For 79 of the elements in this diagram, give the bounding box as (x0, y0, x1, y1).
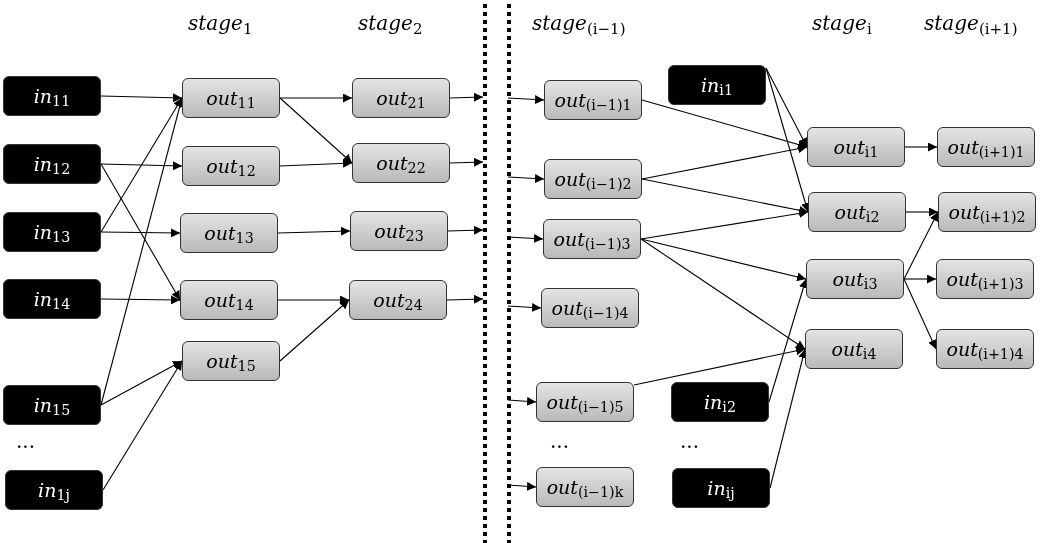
process-box: in$_{14}$ (3, 279, 101, 319)
arrow (507, 95, 545, 104)
arrow (641, 144, 808, 180)
process-box: out$_{(i−1)k}$ (536, 467, 634, 507)
arrow (102, 360, 183, 491)
process-box: out$_{11}$ (182, 78, 280, 118)
process-box: out$_{(i−1)2}$ (544, 159, 642, 199)
process-box: in$_{i1}$ (668, 65, 766, 105)
process-box: out$_{12}$ (182, 146, 280, 186)
stage-label: stage$_{1}$ (188, 10, 253, 38)
process-box: out$_{i4}$ (805, 329, 903, 369)
arrow (904, 142, 938, 152)
process-box: out$_{23}$ (350, 211, 448, 251)
process-box: in$_{13}$ (3, 212, 101, 252)
process-box: out$_{14}$ (180, 280, 278, 320)
arrow (640, 209, 809, 240)
arrow (905, 207, 939, 217)
process-box: out$_{(i−1)3}$ (543, 219, 641, 259)
arrow (279, 93, 353, 103)
process-box: in$_{1j}$ (5, 470, 103, 510)
process-box: out$_{15}$ (182, 341, 280, 381)
process-box: in$_{12}$ (3, 144, 101, 184)
arrow (903, 278, 937, 350)
arrow (279, 158, 353, 168)
arrow (507, 234, 544, 243)
arrow (640, 238, 807, 282)
process-box: out$_{(i+1)4}$ (936, 329, 1034, 369)
stage-label: ... (680, 428, 700, 455)
process-box: out$_{(i−1)4}$ (541, 288, 639, 328)
arrow (903, 211, 939, 280)
arrow (449, 157, 484, 167)
process-box: out$_{i1}$ (807, 127, 905, 167)
process-box: out$_{(i+1)1}$ (937, 127, 1035, 167)
arrow (507, 481, 537, 491)
arrow (277, 226, 351, 236)
arrow (100, 163, 181, 301)
stage-label: stage$_{(i−1)}$ (532, 10, 626, 38)
process-box: in$_{15}$ (3, 385, 101, 425)
process-box: out$_{24}$ (349, 280, 447, 320)
arrow (507, 174, 545, 183)
stage-label: ... (16, 428, 36, 455)
arrow (507, 396, 537, 406)
process-box: out$_{(i−1)1}$ (544, 80, 642, 120)
process-box: out$_{(i+1)2}$ (938, 192, 1036, 232)
arrow (100, 161, 183, 171)
stage-label: ... (550, 428, 570, 455)
arrow (641, 178, 809, 215)
arrow (765, 67, 808, 148)
arrow (279, 299, 350, 362)
process-box: out$_{(i−1)5}$ (536, 382, 634, 422)
arrow (507, 302, 542, 312)
stage-label: stage$_{i}$ (812, 10, 872, 38)
process-box: in$_{ij}$ (672, 468, 770, 508)
arrow (640, 238, 806, 350)
arrow (765, 67, 810, 213)
arrow (100, 295, 181, 305)
arrow (768, 278, 808, 403)
arrow (100, 228, 181, 238)
process-box: in$_{i2}$ (671, 382, 769, 422)
process-box: out$_{i2}$ (808, 192, 906, 232)
arrow (903, 274, 937, 284)
arrow (100, 360, 183, 406)
process-box: out$_{13}$ (180, 213, 278, 253)
arrow (641, 99, 808, 149)
arrow (447, 225, 484, 235)
arrow (277, 295, 350, 305)
process-box: out$_{i3}$ (806, 259, 904, 299)
process-box: out$_{22}$ (352, 143, 450, 183)
arrow (100, 93, 183, 103)
arrow (279, 97, 353, 164)
arrow (100, 97, 183, 233)
arrow (446, 294, 484, 304)
process-box: out$_{(i+1)3}$ (936, 259, 1034, 299)
stage-label: stage$_{2}$ (358, 10, 423, 38)
process-box: in$_{11}$ (3, 76, 101, 116)
arrow (633, 346, 806, 386)
process-box: out$_{21}$ (352, 78, 450, 118)
arrow (449, 92, 484, 102)
stage-label: stage$_{(i+1)}$ (924, 10, 1018, 38)
